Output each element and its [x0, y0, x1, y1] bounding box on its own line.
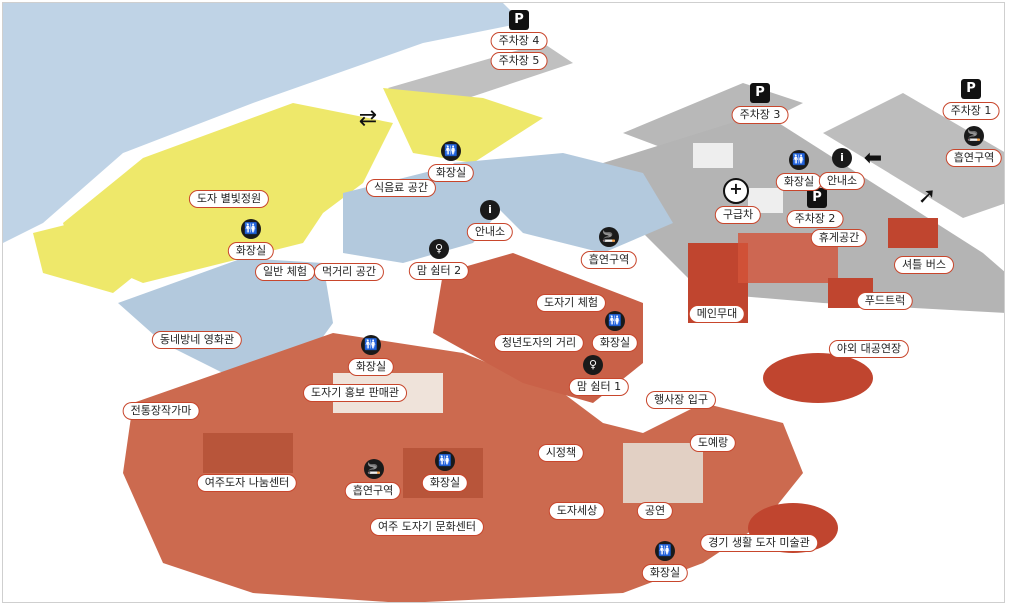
parking-icon: P [750, 83, 770, 103]
restroom-label-e[interactable]: 화장실 [421, 474, 469, 492]
garden-zone-2 [383, 88, 543, 163]
garden-zone-3 [33, 213, 163, 293]
parking-icon: P [807, 188, 827, 208]
road-right [823, 93, 1004, 218]
restroom-icon: 🚻 [361, 335, 381, 355]
shuttle-bus [888, 218, 938, 248]
parking-4-5-labels[interactable]: 주차장 4 주차장 5 [490, 32, 548, 70]
event-entrance-label[interactable]: 행사장 입구 [645, 391, 717, 409]
rest-area-label[interactable]: 휴게공간 [810, 229, 868, 247]
map-canvas [3, 3, 1004, 602]
info-icon: i [480, 200, 500, 220]
sijeongchaek-label[interactable]: 시정책 [537, 444, 585, 462]
smoking-area-label[interactable]: 흡연구역 [945, 149, 1003, 167]
restroom-icon: 🚻 [241, 219, 261, 239]
info-label-a[interactable]: 안내소 [466, 223, 514, 241]
smoking-area-label[interactable]: 흡연구역 [580, 251, 638, 269]
mom-shelter-1-label[interactable]: 맘 쉼터 1 [568, 378, 630, 396]
mom-shelter-icon: ♀ [429, 239, 449, 259]
doyerang-structure [623, 443, 703, 503]
smoking-icon: 🚬 [364, 459, 384, 479]
outdoor-stage-label[interactable]: 야외 대공연장 [828, 340, 910, 358]
mom-shelter-icon: ♀ [583, 355, 603, 375]
first-aid-label[interactable]: 구급차 [714, 206, 762, 224]
restroom-label-a[interactable]: 화장실 [227, 242, 275, 260]
first-aid-icon: + [723, 178, 749, 204]
smoking-icon: 🚬 [599, 227, 619, 247]
shuttle-label[interactable]: 셔틀 버스 [894, 256, 954, 274]
arrow-icon: ⬅ [863, 146, 883, 171]
restroom-label-d[interactable]: 화장실 [347, 358, 395, 376]
nanum-center-label[interactable]: 여주도자 나눔센터 [196, 474, 298, 492]
nanum-center-structure [203, 433, 293, 473]
food-truck-label[interactable]: 푸드트럭 [856, 292, 914, 310]
performance-label[interactable]: 공연 [636, 502, 674, 520]
parking-3-label[interactable]: 주차장 3 [731, 106, 789, 124]
arrow-icon: ⇄ [358, 106, 378, 131]
doja-sesang-label[interactable]: 도자세상 [548, 502, 606, 520]
mom-shelter-2-label[interactable]: 맘 쉼터 2 [408, 262, 470, 280]
kiln-label[interactable]: 전통장작가마 [122, 402, 200, 420]
restroom-icon: 🚻 [655, 541, 675, 561]
parking-5-label[interactable]: 주차장 5 [490, 52, 548, 70]
restroom-icon: 🚻 [605, 311, 625, 331]
info-label-b[interactable]: 안내소 [818, 172, 866, 190]
cinema-label[interactable]: 동네방네 영화관 [151, 331, 243, 349]
restroom-icon: 🚻 [435, 451, 455, 471]
restroom-label-b[interactable]: 화장실 [427, 164, 475, 182]
doyerang-label[interactable]: 도예랑 [689, 434, 737, 452]
info-icon: i [832, 148, 852, 168]
culture-center-label[interactable]: 여주 도자기 문화센터 [369, 518, 485, 536]
restroom-icon: 🚻 [441, 141, 461, 161]
restroom-label-f[interactable]: 화장실 [641, 564, 689, 582]
parking-icon: P [509, 10, 529, 30]
smoking-area-label[interactable]: 흡연구역 [344, 482, 402, 500]
outdoor-stage-structure [763, 353, 873, 403]
museum-label[interactable]: 경기 생활 도자 미술관 [700, 534, 818, 552]
promo-hall-label[interactable]: 도자기 홍보 판매관 [303, 384, 407, 402]
blue-zone-mid [453, 153, 673, 253]
parking-4-label[interactable]: 주차장 4 [490, 32, 548, 50]
restroom-icon: 🚻 [789, 150, 809, 170]
smoking-icon: 🚬 [964, 126, 984, 146]
main-stage-label[interactable]: 메인무대 [688, 305, 746, 323]
restroom-label-g[interactable]: 화장실 [775, 173, 823, 191]
rest-space-label[interactable]: 식음료 공간 [365, 179, 437, 197]
blue-zone-left [118, 258, 333, 378]
river-area [3, 3, 523, 243]
restroom-label-c[interactable]: 화장실 [591, 334, 639, 352]
general-experience-label[interactable]: 일반 체험 [255, 263, 315, 281]
arrow-icon: ➚ [917, 184, 937, 209]
parking-2-label[interactable]: 주차장 2 [786, 210, 844, 228]
food-street-label[interactable]: 먹거리 공간 [313, 263, 385, 281]
doja-garden-label[interactable]: 도자 별빛정원 [188, 190, 270, 208]
camper-van [693, 143, 733, 168]
young-street-label[interactable]: 청년도자의 거리 [493, 334, 585, 352]
pottery-experience-label[interactable]: 도자기 체험 [535, 294, 607, 312]
parking-icon: P [961, 79, 981, 99]
parking-1-label[interactable]: 주차장 1 [942, 102, 1000, 120]
